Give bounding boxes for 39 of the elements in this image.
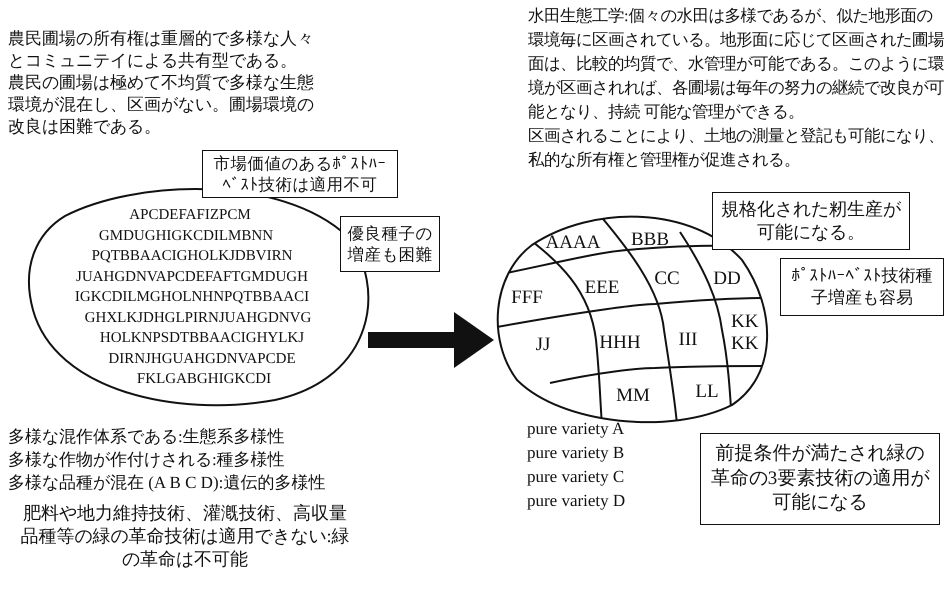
- note-text: 多様な作物が作付けされる:種多様性: [8, 449, 285, 471]
- note-text: 水田生態工学:個々の水田は多様であるが、似た地形面の環境毎に区画されている。地形面に応じて区画された圃場面は、比較的均質で、水管理が可能である。このように環境が区画されれば、各圃場は毎年の努力の継続で改良が可能となり、持続 可能な管理ができる。: [528, 5, 944, 123]
- note-text: 肥料や地力維持技術、灌漑技術、高収量品種等の緑の革命技術は適用できない:緑の革命は不可能: [20, 502, 350, 571]
- note-text: 多様な品種が混在 (A B C D):遺伝的多様性: [8, 472, 326, 494]
- plot-label: LL: [695, 381, 719, 403]
- note-text: 多様な混作体系である:生態系多様性: [8, 426, 285, 448]
- note-box: 前提条件が満たされ緑の革命の3要素技術の適用が可能になる: [700, 433, 940, 525]
- note-text: pure variety A: [527, 418, 624, 440]
- note-box: 市場価値のあるﾎﾟｽﾄﾊｰﾍﾞｽﾄ技術は適用不可: [202, 150, 398, 198]
- plot-label: HHH: [599, 332, 641, 354]
- plot-label: EEE: [584, 277, 620, 299]
- plot-label: AAAA: [546, 232, 600, 254]
- note-text: pure variety C: [527, 466, 624, 488]
- variety-letters: GMDUGHIGKCDILMBNN: [98, 226, 274, 246]
- plot-label: DD: [713, 268, 741, 290]
- note-text: pure variety D: [527, 490, 626, 512]
- plot-label: JJ: [536, 334, 550, 356]
- plot-label: III: [678, 329, 698, 351]
- note-box: 規格化された籾生産が可能になる。: [712, 192, 910, 250]
- variety-letters: FKLGABGHIGKCDI: [136, 370, 272, 389]
- variety-letters: JUAHGDNVAPCDEFAFTGMDUGH: [76, 268, 308, 286]
- variety-letters: GHXLKJDHGLPIRNJUAHGDNVG: [84, 308, 312, 328]
- variety-letters: APCDEFAFIZPCM: [129, 206, 251, 225]
- variety-letters: PQTBBAACIGHOLKJDBVIRN: [92, 247, 292, 266]
- plot-label: MM: [616, 385, 650, 407]
- variety-letters: DIRNJHGUAHGDNVAPCDE: [108, 350, 296, 368]
- note-text: 農民の圃場は極めて不均質で多様な生態環境が混在し、区画がない。圃場環境の改良は困難である。: [8, 72, 315, 138]
- plot-label: KK KK: [731, 311, 757, 355]
- variety-letters: HOLKNPSDTBBAACIGHYLKJ: [100, 329, 304, 348]
- plot-label: FFF: [511, 287, 543, 309]
- note-text: 区画されることにより、土地の測量と登記も可能になり、私的な所有権と管理権が促進される。: [528, 125, 944, 171]
- note-text: pure variety B: [527, 442, 624, 464]
- plot-label: CC: [654, 268, 680, 290]
- note-text: 農民圃場の所有権は重層的で多様な人々とコミュニテイによる共有型である。: [8, 28, 315, 72]
- arrow: [368, 312, 494, 368]
- note-box: ﾎﾟｽﾄﾊｰﾍﾞｽﾄ技術種子増産も容易: [780, 258, 944, 316]
- note-box: 優良種子の増産も困難: [340, 216, 440, 272]
- plot-label: BBB: [630, 229, 670, 251]
- variety-letters: IGKCDILMGHOLNHNPQTBBAACI: [74, 288, 310, 307]
